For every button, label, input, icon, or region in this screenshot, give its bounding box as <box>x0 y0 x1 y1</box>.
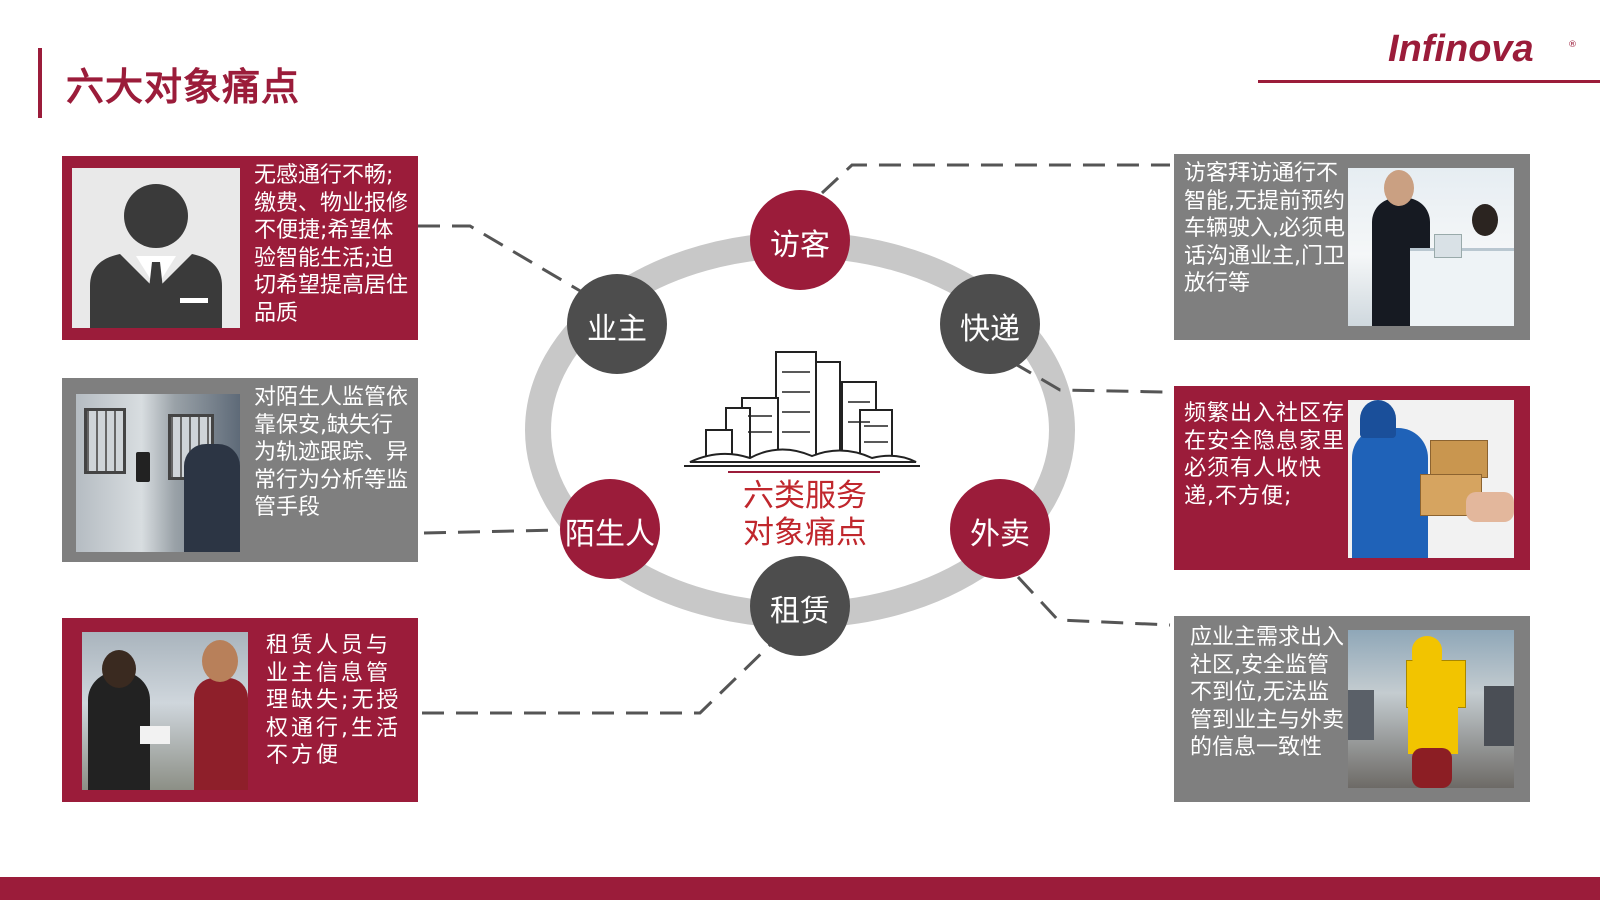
center-title-line2: 对象痛点 <box>743 515 867 551</box>
panel-express: 频繁出入社区存在安全隐息家里必须有人收快递,不方便; <box>1174 386 1530 570</box>
panel-rental-text: 租赁人员与业主信息管理缺失;无授权通行,生活不方便 <box>266 633 402 768</box>
logo-registered-mark: ® <box>1568 40 1577 50</box>
node-stranger-circle <box>560 479 660 579</box>
panel-takeout: 应业主需求出入社区,安全监管不到位,无法监管到业主与外卖的信息一致性 <box>1174 616 1530 802</box>
node-rental-circle <box>750 556 850 656</box>
panel-stranger: 对陌生人监管依靠保安,缺失行为轨迹跟踪、异常行为分析等监管手段 <box>62 378 418 562</box>
node-express-circle <box>940 274 1040 374</box>
page-title: 六大对象痛点 <box>66 65 301 109</box>
footer-bar <box>0 877 1600 900</box>
title-accent-bar <box>38 48 42 118</box>
panel-owner: 无感通行不畅;缴费、物业报修不便捷;希望体验智能生活;迫切希望提高居住品质 <box>62 156 418 340</box>
connector-takeout <box>1016 575 1171 627</box>
node-owner-label: 业主 <box>587 312 647 347</box>
connector-express <box>1011 360 1166 394</box>
node-visitor-circle <box>750 190 850 290</box>
panel-takeout-text: 应业主需求出入社区,安全监管不到位,无法监管到业主与外卖的信息一致性 <box>1190 625 1345 760</box>
visitor-photo <box>1348 168 1514 326</box>
stranger-photo <box>76 394 240 552</box>
city-buildings-icon <box>684 351 920 473</box>
owner-photo <box>72 168 240 328</box>
node-express-label: 快递 <box>960 312 1020 347</box>
node-owner-circle <box>567 274 667 374</box>
node-rental-label: 租赁 <box>770 594 830 629</box>
panel-owner-text: 无感通行不畅;缴费、物业报修不便捷;希望体验智能生活;迫切希望提高居住品质 <box>254 163 409 326</box>
node-takeout-label: 外卖 <box>970 517 1030 552</box>
express-photo <box>1348 400 1514 558</box>
connector-stranger <box>423 528 561 535</box>
connector-visitor <box>820 163 1170 195</box>
takeout-photo <box>1348 630 1514 788</box>
panel-visitor-text: 访客拜访通行不智能,无提前预约车辆驶入,必须电话沟通业主,门卫放行等 <box>1184 161 1345 296</box>
business-person-icon <box>90 184 222 328</box>
center-title: 六类服务 对象痛点 <box>720 478 890 552</box>
node-takeout-circle <box>950 479 1050 579</box>
connector-owner <box>418 224 583 294</box>
panel-stranger-text: 对陌生人监管依靠保安,缺失行为轨迹跟踪、异常行为分析等监管手段 <box>254 385 409 520</box>
connector-rental <box>422 643 772 715</box>
panel-rental: 租赁人员与业主信息管理缺失;无授权通行,生活不方便 <box>62 618 418 802</box>
infinova-logo: Infinova <box>1388 28 1534 70</box>
logo-underline <box>1258 80 1600 83</box>
node-stranger-label: 陌生人 <box>565 517 655 552</box>
panel-visitor: 访客拜访通行不智能,无提前预约车辆驶入,必须电话沟通业主,门卫放行等 <box>1174 154 1530 340</box>
panel-express-text: 频繁出入社区存在安全隐息家里必须有人收快递,不方便; <box>1184 401 1346 509</box>
node-visitor-label: 访客 <box>770 228 830 263</box>
center-title-line1: 六类服务 <box>743 478 867 514</box>
rental-photo <box>82 632 248 790</box>
